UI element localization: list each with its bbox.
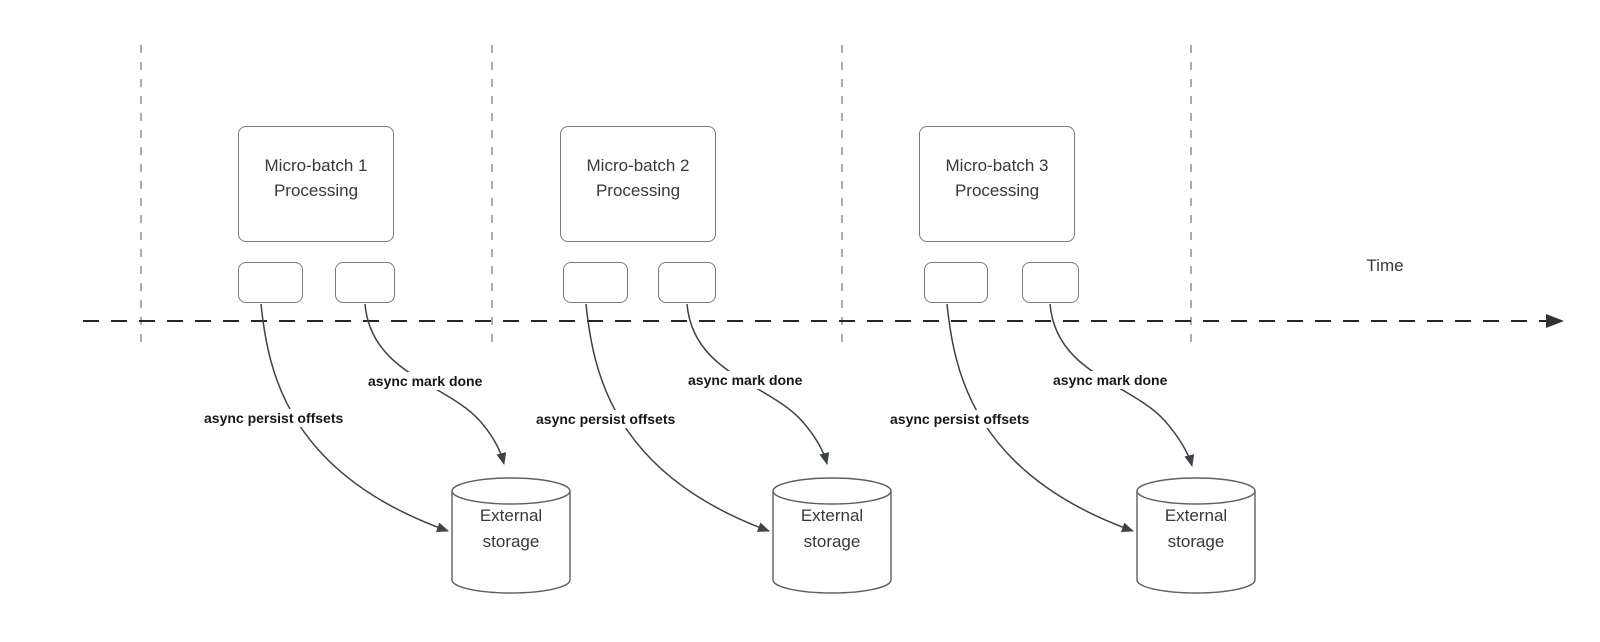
external-storage-label: External storage <box>800 506 864 551</box>
micro-batch-processing-box: Micro-batch 3 Processing <box>919 126 1075 242</box>
external-storage-label: External storage <box>1164 506 1228 551</box>
external-storage-label: External storage <box>479 506 543 551</box>
storage-cylinder <box>772 477 892 594</box>
micro-batch-title-line2: Processing <box>954 181 1040 200</box>
async-task-box-right <box>1022 262 1079 303</box>
async-task-box-left <box>563 262 628 303</box>
async-task-box-right <box>658 262 716 303</box>
mark-done-label: async mark done <box>365 372 486 390</box>
micro-batch-processing-box: Micro-batch 1 Processing <box>238 126 394 242</box>
async-task-box-left <box>924 262 988 303</box>
storage-cylinder <box>1136 477 1256 594</box>
mark-done-label: async mark done <box>1050 371 1171 389</box>
micro-batch-title-line2: Processing <box>595 181 681 200</box>
mark-done-arrow <box>364 303 507 465</box>
micro-batch-title-line1: Micro-batch 3 <box>945 156 1049 175</box>
micro-batch-title-line1: Micro-batch 1 <box>264 156 368 175</box>
micro-batch-title-line2: Processing <box>273 181 359 200</box>
persist-offsets-label: async persist offsets <box>201 409 347 427</box>
async-task-box-right <box>335 262 395 303</box>
time-axis-label: Time <box>1366 256 1404 275</box>
micro-batch-processing-box: Micro-batch 2 Processing <box>560 126 716 242</box>
persist-offsets-label: async persist offsets <box>533 410 679 428</box>
async-task-box-left <box>238 262 303 303</box>
mark-done-arrow <box>1049 303 1195 467</box>
micro-batch-title-line1: Micro-batch 2 <box>586 156 690 175</box>
storage-cylinder <box>451 477 571 594</box>
mark-done-arrow <box>686 303 830 465</box>
persist-offsets-label: async persist offsets <box>887 410 1033 428</box>
mark-done-label: async mark done <box>685 371 806 389</box>
